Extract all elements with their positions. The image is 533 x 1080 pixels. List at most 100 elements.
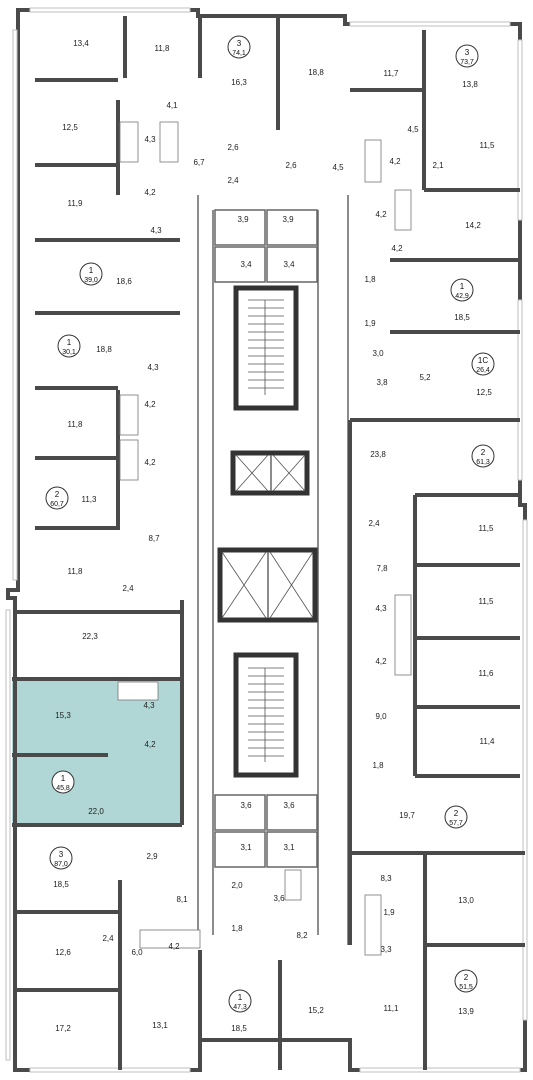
apartment-badge[interactable]: 1 30,1 <box>57 334 81 358</box>
room-label: 3,4 <box>283 260 295 269</box>
apartment-badge[interactable]: 1 47,3 <box>228 989 252 1013</box>
room-label: 18,5 <box>454 313 470 322</box>
badge-area: 26,4 <box>476 367 490 374</box>
apartment-badge[interactable]: 3 73,7 <box>455 44 479 68</box>
room-label: 3,8 <box>376 378 388 387</box>
room-label: 16,3 <box>231 78 247 87</box>
badge-area: 87,0 <box>54 861 68 868</box>
room-label: 7,8 <box>376 564 388 573</box>
room-label: 3,1 <box>240 843 252 852</box>
room-label: 4,2 <box>144 740 156 749</box>
room-label: 3,4 <box>240 260 252 269</box>
room-label: 2,4 <box>368 519 380 528</box>
apartment-badge[interactable]: 1 45,8 <box>51 770 75 794</box>
room-label: 4,5 <box>407 125 419 134</box>
room-label: 11,8 <box>155 44 171 53</box>
room-label: 4,2 <box>144 400 156 409</box>
badge-area: 30,1 <box>62 349 76 356</box>
room-label: 3,6 <box>283 801 295 810</box>
room-label: 4,1 <box>166 101 178 110</box>
badge-rooms: 3 <box>59 850 64 859</box>
room-labels: 13,4 11,8 16,3 18,8 11,7 13,8 4,1 12,5 4… <box>53 39 495 1033</box>
room-label: 11,3 <box>82 495 98 504</box>
room-label: 1,8 <box>231 924 243 933</box>
room-label: 5,2 <box>419 373 431 382</box>
building-walls <box>5 7 528 1073</box>
apartment-badge[interactable]: 1 39,0 <box>79 262 103 286</box>
room-label: 22,0 <box>88 807 104 816</box>
badge-rooms: 2 <box>454 809 459 818</box>
room-label: 4,2 <box>375 657 387 666</box>
badge-rooms: 1С <box>478 356 488 365</box>
badge-rooms: 2 <box>464 973 469 982</box>
room-label: 13,9 <box>458 1007 474 1016</box>
badge-area: 61,3 <box>476 459 490 466</box>
room-label: 1,8 <box>372 761 384 770</box>
room-label: 15,3 <box>55 711 71 720</box>
room-label: 13,1 <box>152 1021 168 1030</box>
apartment-badge[interactable]: 2 61,3 <box>471 444 495 468</box>
room-label: 23,8 <box>370 450 386 459</box>
room-label: 19,7 <box>399 811 415 820</box>
apartment-badge[interactable]: 2 57,7 <box>444 805 468 829</box>
room-label: 3,9 <box>282 215 294 224</box>
room-label: 1,9 <box>383 908 395 917</box>
room-label: 12,5 <box>62 123 78 132</box>
room-label: 3,9 <box>237 215 249 224</box>
badge-rooms: 1 <box>460 282 465 291</box>
room-label: 11,6 <box>479 669 495 678</box>
room-label: 2,9 <box>146 852 158 861</box>
apartment-badge[interactable]: 3 87,0 <box>49 846 73 870</box>
room-label: 4,2 <box>144 188 156 197</box>
room-label: 18,5 <box>53 880 69 889</box>
apartment-badge[interactable]: 1 42,9 <box>450 278 474 302</box>
room-label: 3,3 <box>380 945 392 954</box>
room-label: 6,0 <box>131 948 143 957</box>
badge-rooms: 2 <box>55 490 60 499</box>
room-label: 3,6 <box>240 801 252 810</box>
apartment-badge[interactable]: 3 74,1 <box>227 35 251 59</box>
apartment-badges: 3 74,1 3 73,7 1 39,0 1 42,9 1 30,1 1С 26… <box>45 35 495 1013</box>
room-label: 2,0 <box>231 881 243 890</box>
badge-rooms: 1 <box>238 993 243 1002</box>
room-label: 2,4 <box>227 176 239 185</box>
room-label: 12,5 <box>476 388 492 397</box>
badge-area: 60,7 <box>50 501 64 508</box>
apartment-badge[interactable]: 2 51,5 <box>454 969 478 993</box>
badge-area: 45,8 <box>56 785 70 792</box>
room-label: 14,2 <box>465 221 481 230</box>
room-label: 18,8 <box>96 345 112 354</box>
room-label: 4,3 <box>150 226 162 235</box>
room-label: 4,5 <box>332 163 344 172</box>
highlighted-apartment[interactable] <box>12 679 182 825</box>
badge-rooms: 1 <box>67 338 72 347</box>
room-label: 2,6 <box>227 143 239 152</box>
room-label: 2,4 <box>122 584 134 593</box>
room-label: 9,0 <box>375 712 387 721</box>
room-label: 18,5 <box>231 1024 247 1033</box>
room-label: 11,5 <box>480 141 496 150</box>
room-label: 2,6 <box>285 161 297 170</box>
room-label: 11,7 <box>384 69 400 78</box>
badge-area: 39,0 <box>84 277 98 284</box>
room-label: 4,2 <box>391 244 403 253</box>
badge-area: 74,1 <box>232 50 246 57</box>
badge-rooms: 3 <box>237 39 242 48</box>
room-label: 4,3 <box>144 135 156 144</box>
apartment-badge[interactable]: 1С 26,4 <box>471 352 495 376</box>
apartment-badge[interactable]: 2 60,7 <box>45 486 69 510</box>
room-label: 11,8 <box>68 420 84 429</box>
badge-area: 51,5 <box>459 984 473 991</box>
room-label: 2,1 <box>432 161 444 170</box>
room-label: 15,2 <box>308 1006 324 1015</box>
room-label: 22,3 <box>82 632 98 641</box>
badge-rooms: 2 <box>481 448 486 457</box>
room-label: 17,2 <box>55 1024 71 1033</box>
badge-area: 73,7 <box>460 59 474 66</box>
room-label: 11,8 <box>68 567 84 576</box>
badge-rooms: 1 <box>89 266 94 275</box>
room-label: 4,2 <box>375 210 387 219</box>
room-label: 8,3 <box>380 874 392 883</box>
badge-rooms: 3 <box>465 48 470 57</box>
